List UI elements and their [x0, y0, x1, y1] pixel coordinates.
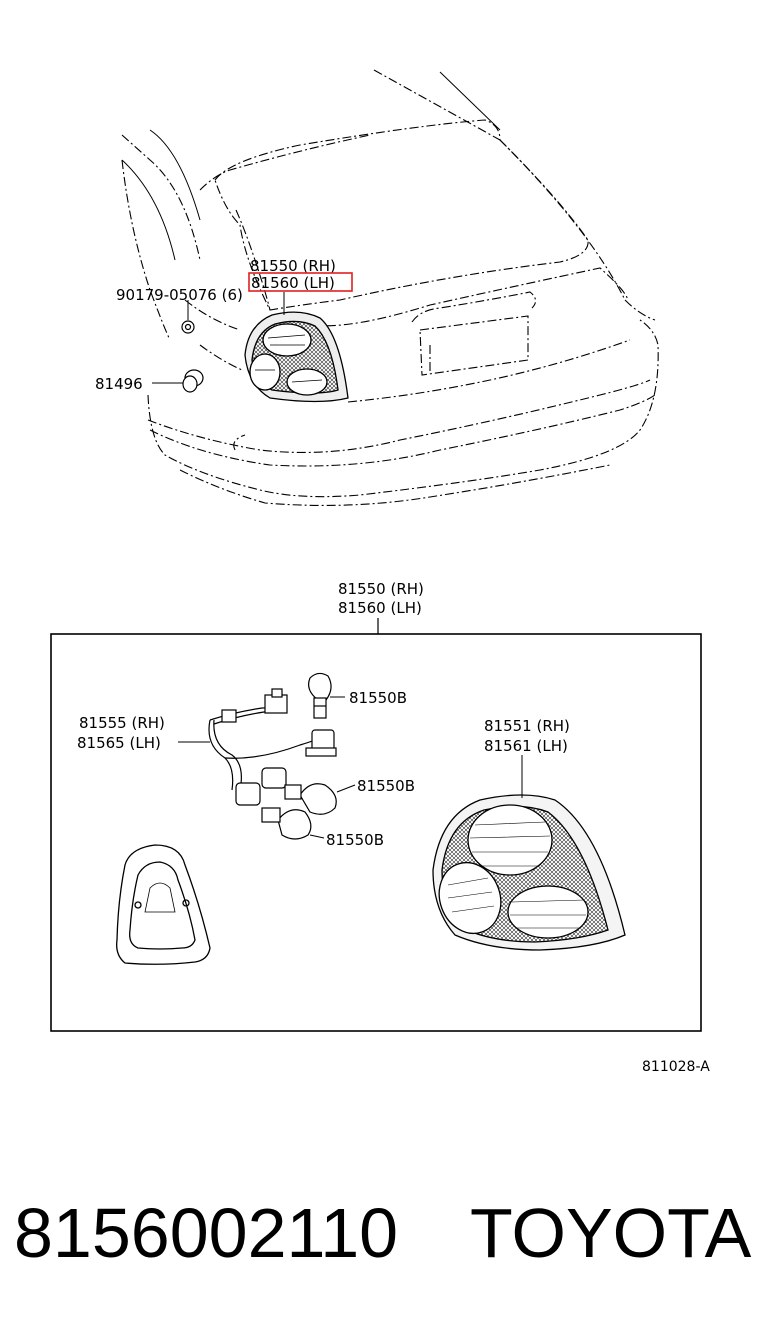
socket-lh-label: 81565 (LH) — [77, 734, 161, 752]
car-leaders — [152, 292, 285, 384]
parts-diagram: 81550 (RH) 81560 (LH) 90179-05076 (6) 81… — [50, 69, 710, 1075]
bulb-low-icon — [261, 807, 312, 840]
car-solid-lines — [121, 71, 501, 261]
bulb-top-icon — [308, 672, 332, 719]
screw-label: 90179-05076 (6) — [116, 286, 243, 304]
part-number-text: 8156002110 — [14, 1194, 399, 1272]
gasket-icon — [116, 844, 211, 965]
exploded-frame — [50, 633, 702, 1032]
bulb-top-label: 81550B — [349, 689, 407, 707]
brand-text: TOYOTA — [470, 1194, 752, 1272]
callout-highlight-box — [248, 272, 353, 292]
screw-icon — [181, 320, 195, 334]
bulb-mid-label: 81550B — [357, 777, 415, 795]
socket-rh-label: 81555 (RH) — [79, 714, 165, 732]
plug-label: 81496 — [95, 375, 143, 393]
plug-icon — [182, 369, 204, 393]
tail-lamp-lens-icon — [432, 794, 626, 951]
car-rear-outline — [121, 69, 659, 506]
callout-rh-label: 81550 (RH) — [250, 257, 336, 275]
exploded-leaders — [178, 696, 523, 839]
tail-lamp-on-car — [244, 311, 349, 403]
lens-lh-label: 81561 (LH) — [484, 737, 568, 755]
figure-ref-label: 811028-A — [642, 1059, 710, 1075]
caption-row: 8156002110 TOYOTA — [14, 1188, 754, 1278]
bulb-mid-icon — [284, 783, 337, 815]
socket-harness — [208, 688, 337, 806]
assembly-lh-label: 81560 (LH) — [338, 599, 422, 617]
assembly-rh-label: 81550 (RH) — [338, 580, 424, 598]
bulb-low-label: 81550B — [326, 831, 384, 849]
callout-lh-label: 81560 (LH) — [251, 274, 335, 292]
lens-rh-label: 81551 (RH) — [484, 717, 570, 735]
